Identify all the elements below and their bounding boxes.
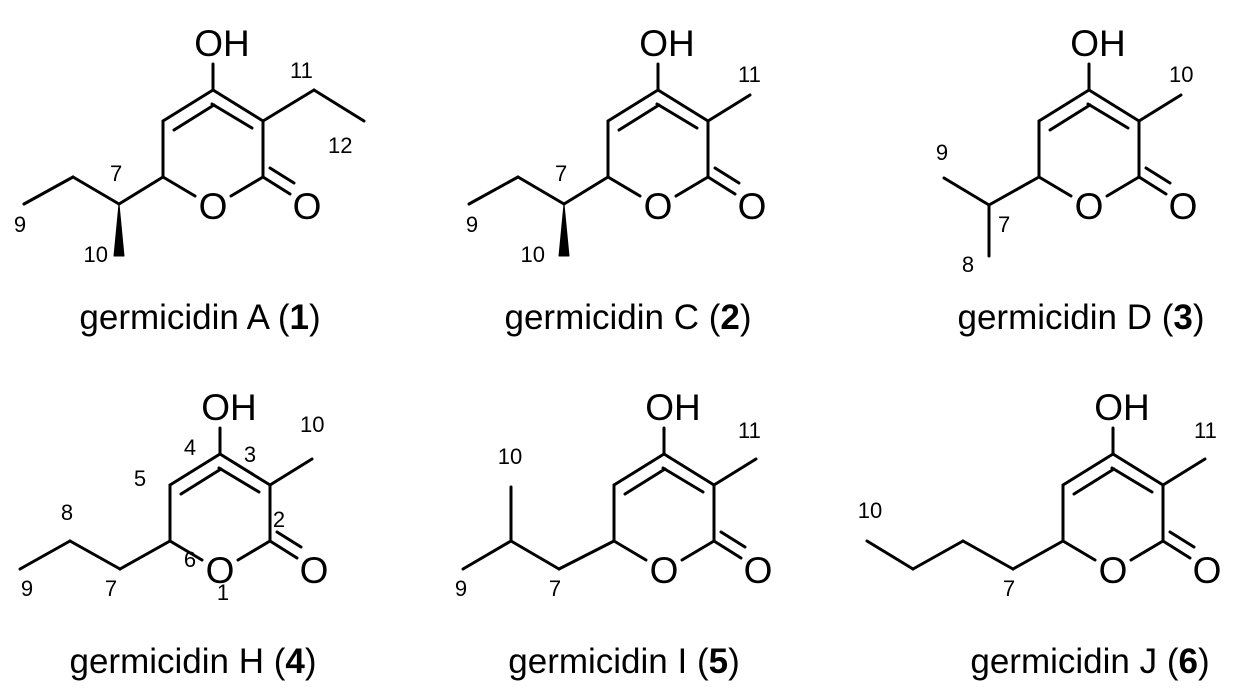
ring-oxygen-label: O	[644, 186, 673, 227]
locant-label: 9	[466, 212, 478, 237]
locant-label: 5	[134, 466, 146, 491]
pyranone-ring	[612, 426, 747, 562]
locant-label: 11	[738, 418, 761, 443]
carbonyl-oxygen-label: O	[293, 186, 322, 227]
ring-oxygen-label: O	[1099, 550, 1128, 591]
compound-germicidin-c: OH O O 11 7 9 10 germicidin C (2)	[466, 23, 767, 337]
locant-label: 7	[110, 161, 122, 186]
locant-label: 9	[455, 576, 467, 601]
compound-caption: germicidin J (6)	[970, 642, 1209, 681]
locant-label: 7	[105, 576, 117, 601]
locant-label: 2	[273, 507, 285, 532]
locant-label: 4	[184, 435, 196, 460]
substituent-bonds	[18, 457, 314, 571]
carbonyl-oxygen-label: O	[738, 186, 767, 227]
substituent-bonds	[865, 457, 1207, 571]
substituent-bonds	[942, 93, 1183, 258]
locant-label: 10	[498, 444, 522, 469]
locant-label: 3	[244, 442, 256, 467]
substituent-bonds	[461, 457, 758, 571]
locant-label: 10	[858, 498, 882, 523]
hydroxyl-label: OH	[639, 23, 695, 64]
substituent-bonds	[22, 88, 366, 257]
locant-label: 8	[962, 252, 974, 277]
ring-oxygen-label: O	[199, 186, 228, 227]
locant-label: 7	[549, 576, 561, 601]
locant-label: 7	[555, 161, 567, 186]
hydroxyl-label: OH	[645, 387, 701, 428]
locant-labels: 11 10 9 7	[455, 418, 761, 601]
compound-caption: germicidin I (5)	[508, 642, 739, 681]
locant-label: 11	[738, 62, 761, 87]
locant-label: 11	[1194, 418, 1217, 443]
carbonyl-oxygen-label: O	[300, 550, 329, 591]
locant-labels: 10 9 7 8	[936, 62, 1194, 277]
pyranone-ring	[1061, 426, 1196, 562]
locant-label: 10	[1169, 62, 1193, 87]
locant-label: 1	[217, 580, 229, 605]
locant-label: 10	[521, 242, 545, 267]
compound-germicidin-d: OH O O 10 9 7 8 germicidin D (3)	[936, 23, 1205, 337]
locant-label: 9	[14, 212, 26, 237]
locant-label: 7	[1003, 576, 1015, 601]
hydroxyl-label: OH	[1070, 23, 1126, 64]
locant-label: 11	[290, 58, 313, 83]
ring-oxygen-label: O	[650, 550, 679, 591]
compound-germicidin-h: OH O O 10 4 3 5 2 6 1 8 7 9 germicidin H…	[18, 387, 329, 681]
compound-germicidin-a: OH O O 11 12 7 9 10 germicidin A (1)	[14, 23, 366, 337]
hydroxyl-label: OH	[1094, 387, 1150, 428]
carbonyl-oxygen-label: O	[1193, 550, 1222, 591]
compound-caption: germicidin A (1)	[79, 298, 320, 337]
locant-label: 10	[300, 412, 324, 437]
ring-oxygen-label: O	[1075, 186, 1104, 227]
pyranone-ring	[606, 62, 741, 198]
locant-labels: 11 7 9 10	[466, 62, 761, 267]
locant-label: 6	[184, 547, 196, 572]
compound-germicidin-i: OH O O 11 10 9 7 germicidin I (5)	[455, 387, 773, 681]
carbonyl-oxygen-label: O	[1169, 186, 1198, 227]
locant-label: 12	[328, 133, 352, 158]
pyranone-ring	[168, 426, 303, 562]
locant-labels: 10 4 3 5 2 6 1 8 7 9	[21, 412, 325, 605]
compound-germicidin-j: OH O O 11 10 7 germicidin J (6)	[858, 387, 1222, 681]
pyranone-ring	[1037, 62, 1172, 198]
hydroxyl-label: OH	[201, 387, 257, 428]
locant-label: 10	[84, 242, 108, 267]
pyranone-ring	[161, 62, 296, 198]
compound-caption: germicidin H (4)	[69, 642, 316, 681]
locant-label: 7	[998, 212, 1010, 237]
ring-oxygen-label: O	[206, 550, 235, 591]
carbonyl-oxygen-label: O	[744, 550, 773, 591]
substituent-bonds	[467, 93, 752, 257]
locant-label: 9	[936, 140, 948, 165]
locant-label: 9	[21, 576, 33, 601]
locant-labels: 11 12 7 9 10	[14, 58, 353, 267]
hydroxyl-label: OH	[194, 23, 250, 64]
locant-labels: 11 10 7	[858, 418, 1217, 601]
compound-caption: germicidin D (3)	[957, 298, 1204, 337]
compound-caption: germicidin C (2)	[504, 298, 751, 337]
locant-label: 8	[61, 500, 73, 525]
